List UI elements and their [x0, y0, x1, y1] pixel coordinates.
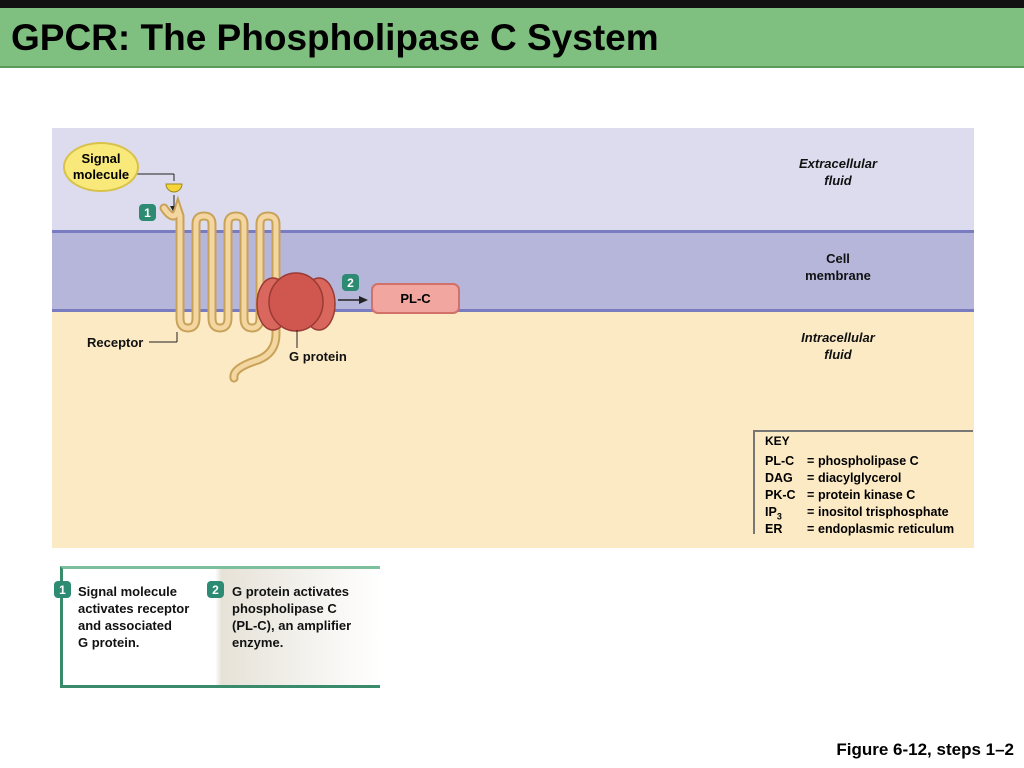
signal-molecule: Signal molecule	[63, 142, 139, 192]
membrane-label: Cell membrane	[805, 251, 871, 283]
diagram-drawing	[130, 173, 368, 383]
key-equals: =	[807, 522, 815, 536]
gpcr-diagram: Signal molecule 1 2 PL-C Receptor G prot…	[52, 128, 974, 548]
step-1-text: Signal molecule activates receptor and a…	[78, 584, 190, 650]
key-abbr-sub: 3	[776, 511, 782, 522]
step-badge-2: 2	[207, 581, 224, 598]
key-abbr: PK-C	[765, 488, 796, 502]
extracellular-label: Extracellular fluid	[798, 156, 878, 188]
steps-panel: 1 Signal molecule activates receptor and…	[54, 566, 380, 688]
key-meaning: endoplasmic reticulum	[818, 522, 955, 536]
key-equals: =	[807, 505, 815, 519]
g-protein-label: G protein	[289, 349, 347, 364]
key-entry: ER =endoplasmic reticulum	[765, 522, 954, 536]
key-abbr-main: IP	[765, 505, 777, 519]
key-entry: DAG =diacylglycerol	[765, 471, 901, 485]
key-box: KEY PL-C=phospholipase C DAG=diacylglyce…	[753, 430, 973, 536]
pl-c-enzyme: PL-C	[371, 283, 460, 314]
key-entry: PK-C =protein kinase C	[765, 488, 915, 502]
key-meaning: inositol trisphosphate	[818, 505, 949, 519]
key-abbr: IP3	[765, 505, 807, 522]
activation-arrow-head	[359, 296, 368, 304]
slide-title: GPCR: The Phospholipase C System	[11, 17, 659, 58]
key-title: KEY	[765, 434, 790, 448]
key-equals: =	[807, 471, 815, 485]
title-bar: GPCR: The Phospholipase C System	[0, 8, 1024, 68]
step-2-text: G protein activates phospholipase C (PL-…	[232, 584, 352, 650]
step-badge-1: 1	[54, 581, 71, 598]
key-equals: =	[807, 488, 815, 502]
intracellular-label: Intracellular fluid	[801, 330, 875, 362]
g-protein-subunit	[268, 272, 324, 332]
key-meaning: diacylglycerol	[818, 471, 902, 485]
receptor	[161, 201, 279, 381]
receptor-label: Receptor	[87, 335, 144, 350]
step-badge-2: 2	[342, 274, 359, 291]
step-badge-1: 1	[139, 204, 156, 221]
key-abbr: PL-C	[765, 454, 795, 468]
key-meaning: protein kinase C	[818, 488, 916, 502]
top-rule	[0, 0, 1024, 8]
key-abbr: ER	[765, 522, 783, 536]
key-abbr: DAG	[765, 471, 793, 485]
ligand-icon	[165, 183, 183, 193]
key-entry: PL-C =phospholipase C	[765, 454, 919, 468]
key-meaning: phospholipase C	[818, 454, 919, 468]
figure-caption: Figure 6-12, steps 1–2	[836, 740, 1014, 759]
key-entry: IP3=inositol trisphosphate	[765, 505, 949, 522]
key-equals: =	[807, 454, 815, 468]
cell-membrane-region	[52, 230, 974, 312]
